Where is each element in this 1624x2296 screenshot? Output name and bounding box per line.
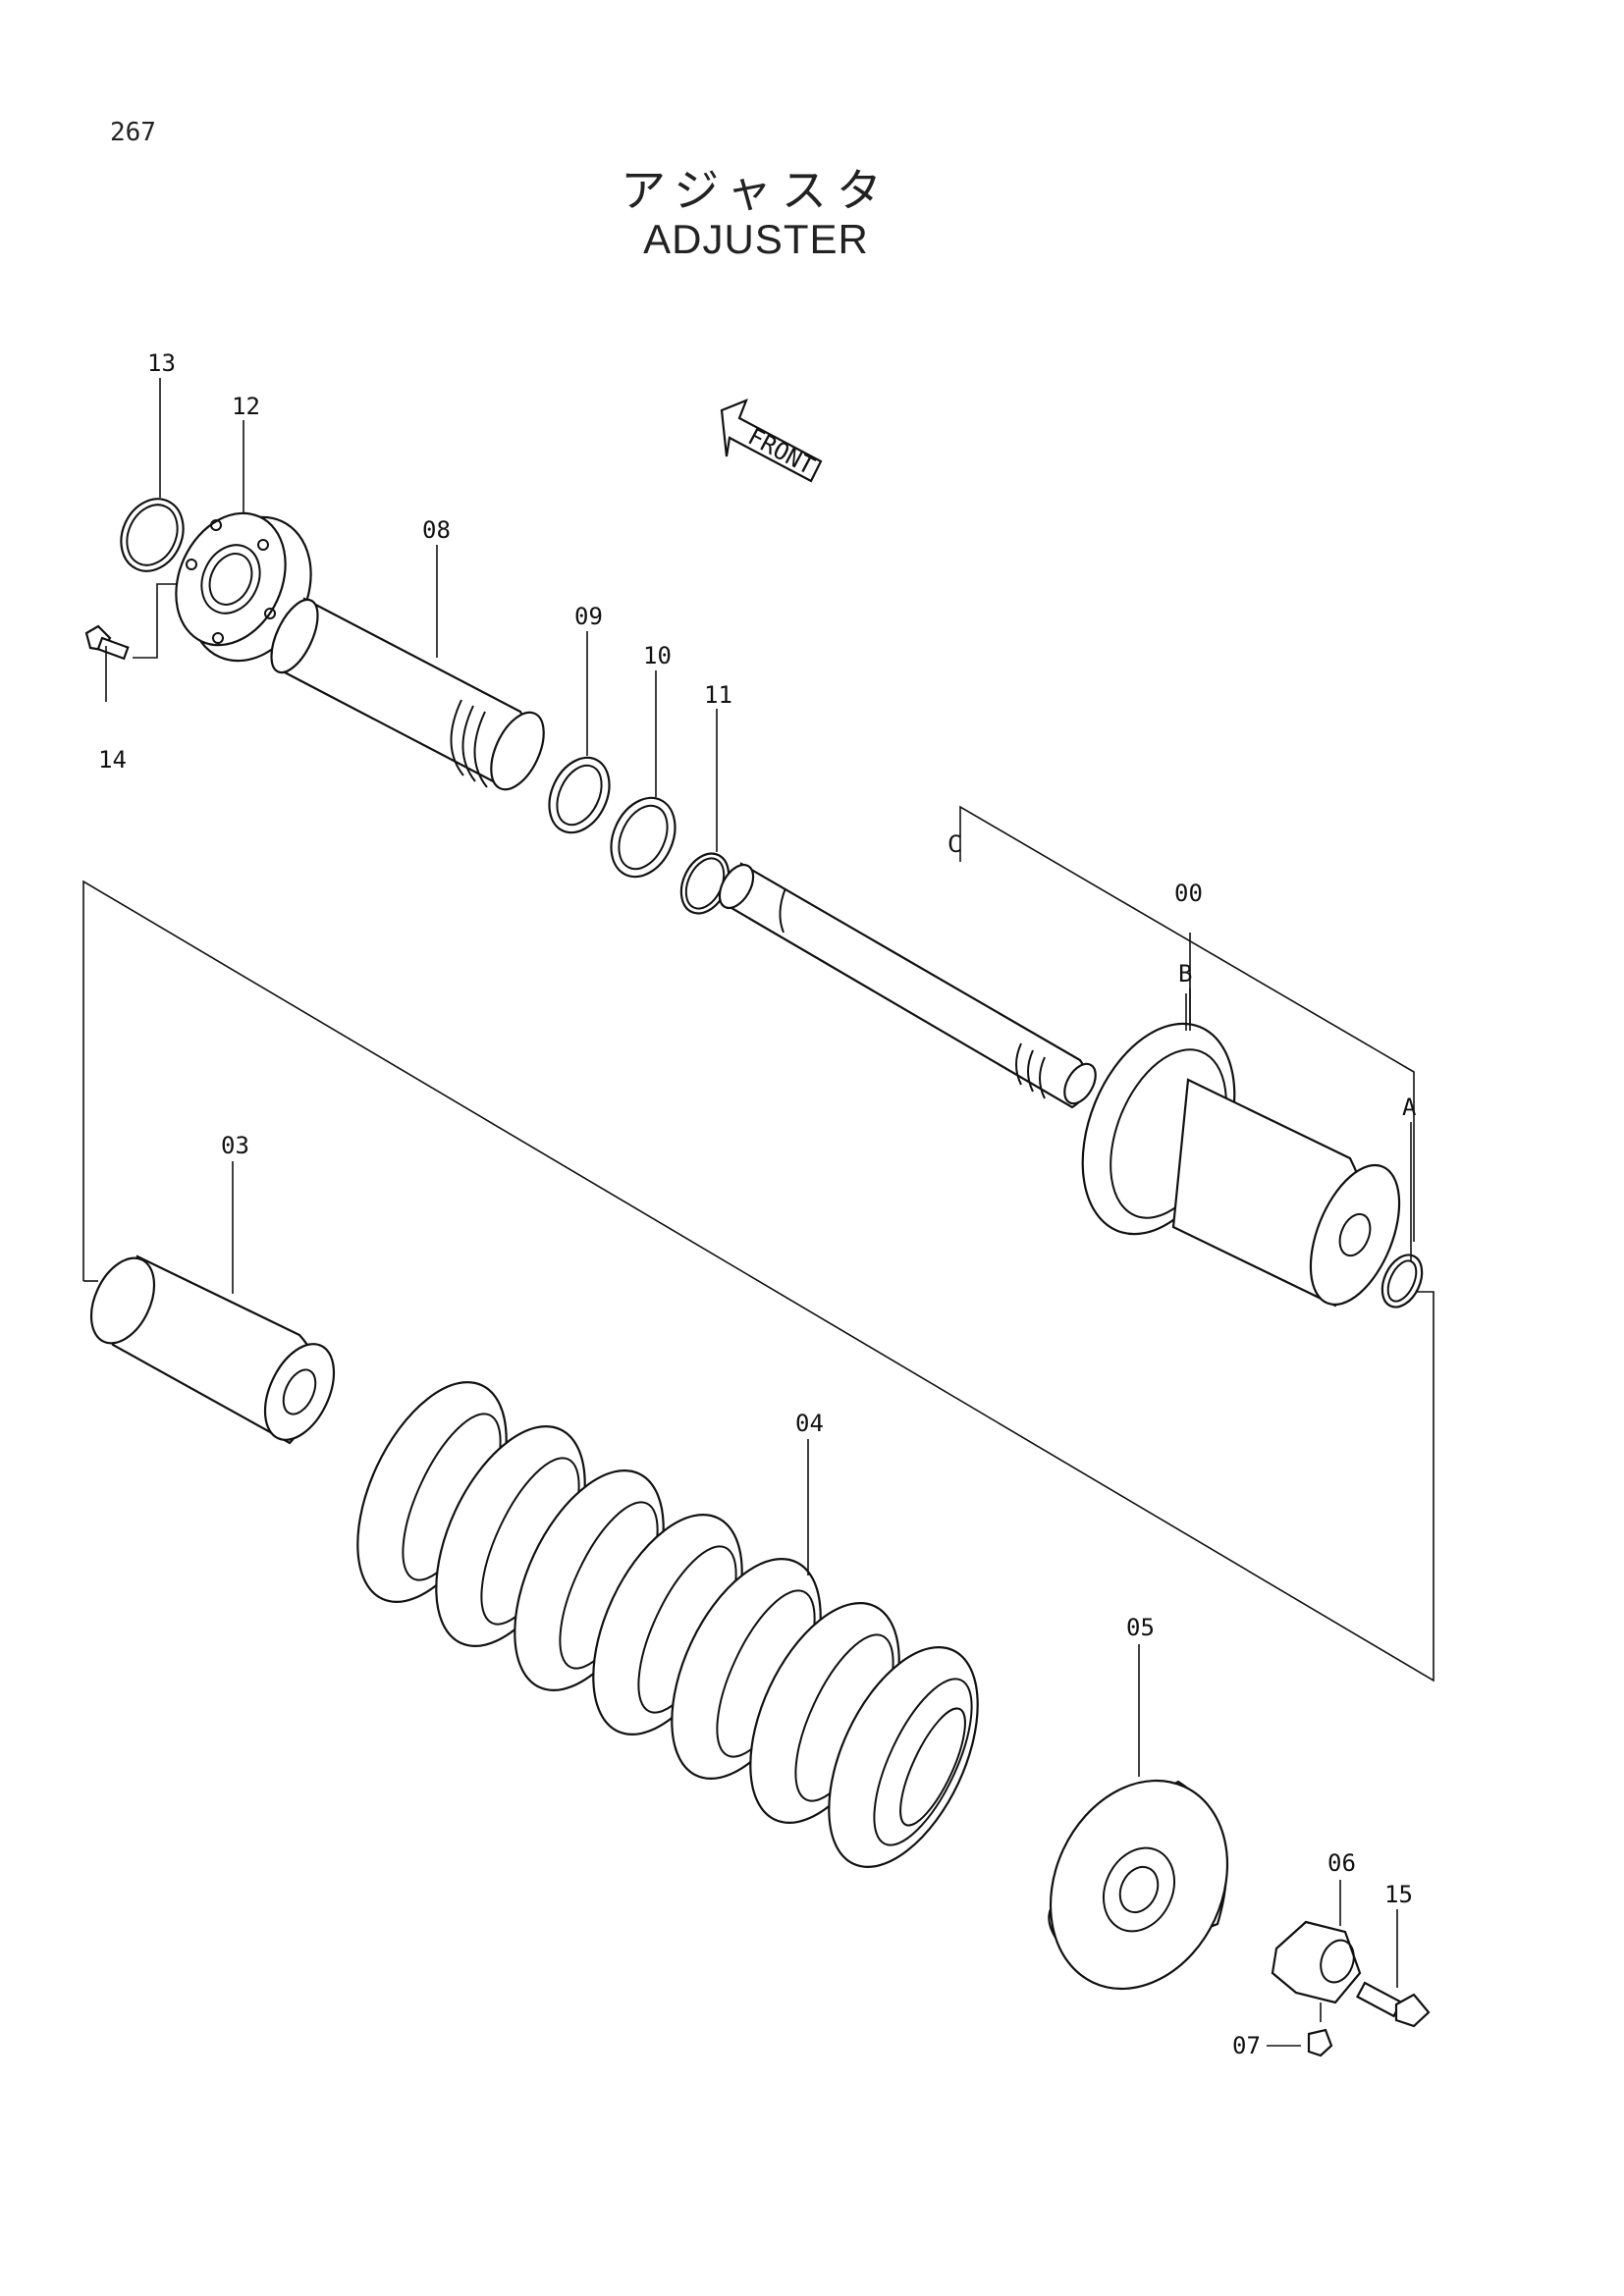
front-arrow: FRONT	[720, 399, 823, 483]
part-rod	[718, 862, 1097, 1109]
callout-14: 14	[98, 746, 127, 774]
callout-11: 11	[704, 681, 732, 709]
callout-ref-a: A	[1402, 1094, 1417, 1121]
callout-00: 00	[1174, 880, 1203, 907]
part-13-o-ring	[120, 498, 185, 572]
callout-12: 12	[232, 393, 260, 420]
part-05-bracket	[1048, 1779, 1229, 1991]
part-15-valve	[1356, 1981, 1431, 2028]
callout-03: 03	[221, 1132, 249, 1159]
callout-ref-c: C	[947, 830, 961, 858]
part-09-bush	[548, 756, 611, 834]
part-00-cylinder-assembly	[1081, 1022, 1401, 1308]
callout-04: 04	[795, 1410, 824, 1437]
callout-ref-b: B	[1178, 960, 1192, 988]
part-04-spring	[356, 1381, 979, 1868]
callout-10: 10	[643, 642, 672, 669]
part-11-ring	[679, 852, 731, 915]
page-number: 267	[110, 118, 156, 147]
part-03-spacer	[89, 1255, 336, 1445]
part-08-cylinder	[270, 597, 545, 791]
part-14-bolt	[84, 583, 177, 661]
part-snap-ring	[1380, 1254, 1424, 1308]
part-10-seal	[610, 796, 677, 879]
callout-15: 15	[1384, 1881, 1413, 1908]
callout-05: 05	[1126, 1614, 1155, 1641]
front-label: FRONT	[743, 423, 819, 481]
callout-labels: 13 12 08 09 10 11 14 C 00 B A 03 04 05 0…	[98, 349, 1417, 2059]
callout-08: 08	[422, 516, 451, 544]
title-english: ADJUSTER	[643, 216, 869, 262]
part-07-fitting	[1267, 2002, 1333, 2057]
callout-09: 09	[574, 603, 603, 630]
part-06-nut	[1271, 1920, 1362, 2004]
callout-13: 13	[147, 349, 176, 377]
callout-07: 07	[1232, 2032, 1261, 2059]
title-japanese: アジャスタ	[621, 164, 892, 217]
callout-06: 06	[1327, 1849, 1356, 1877]
leader-lines	[105, 378, 1412, 1988]
